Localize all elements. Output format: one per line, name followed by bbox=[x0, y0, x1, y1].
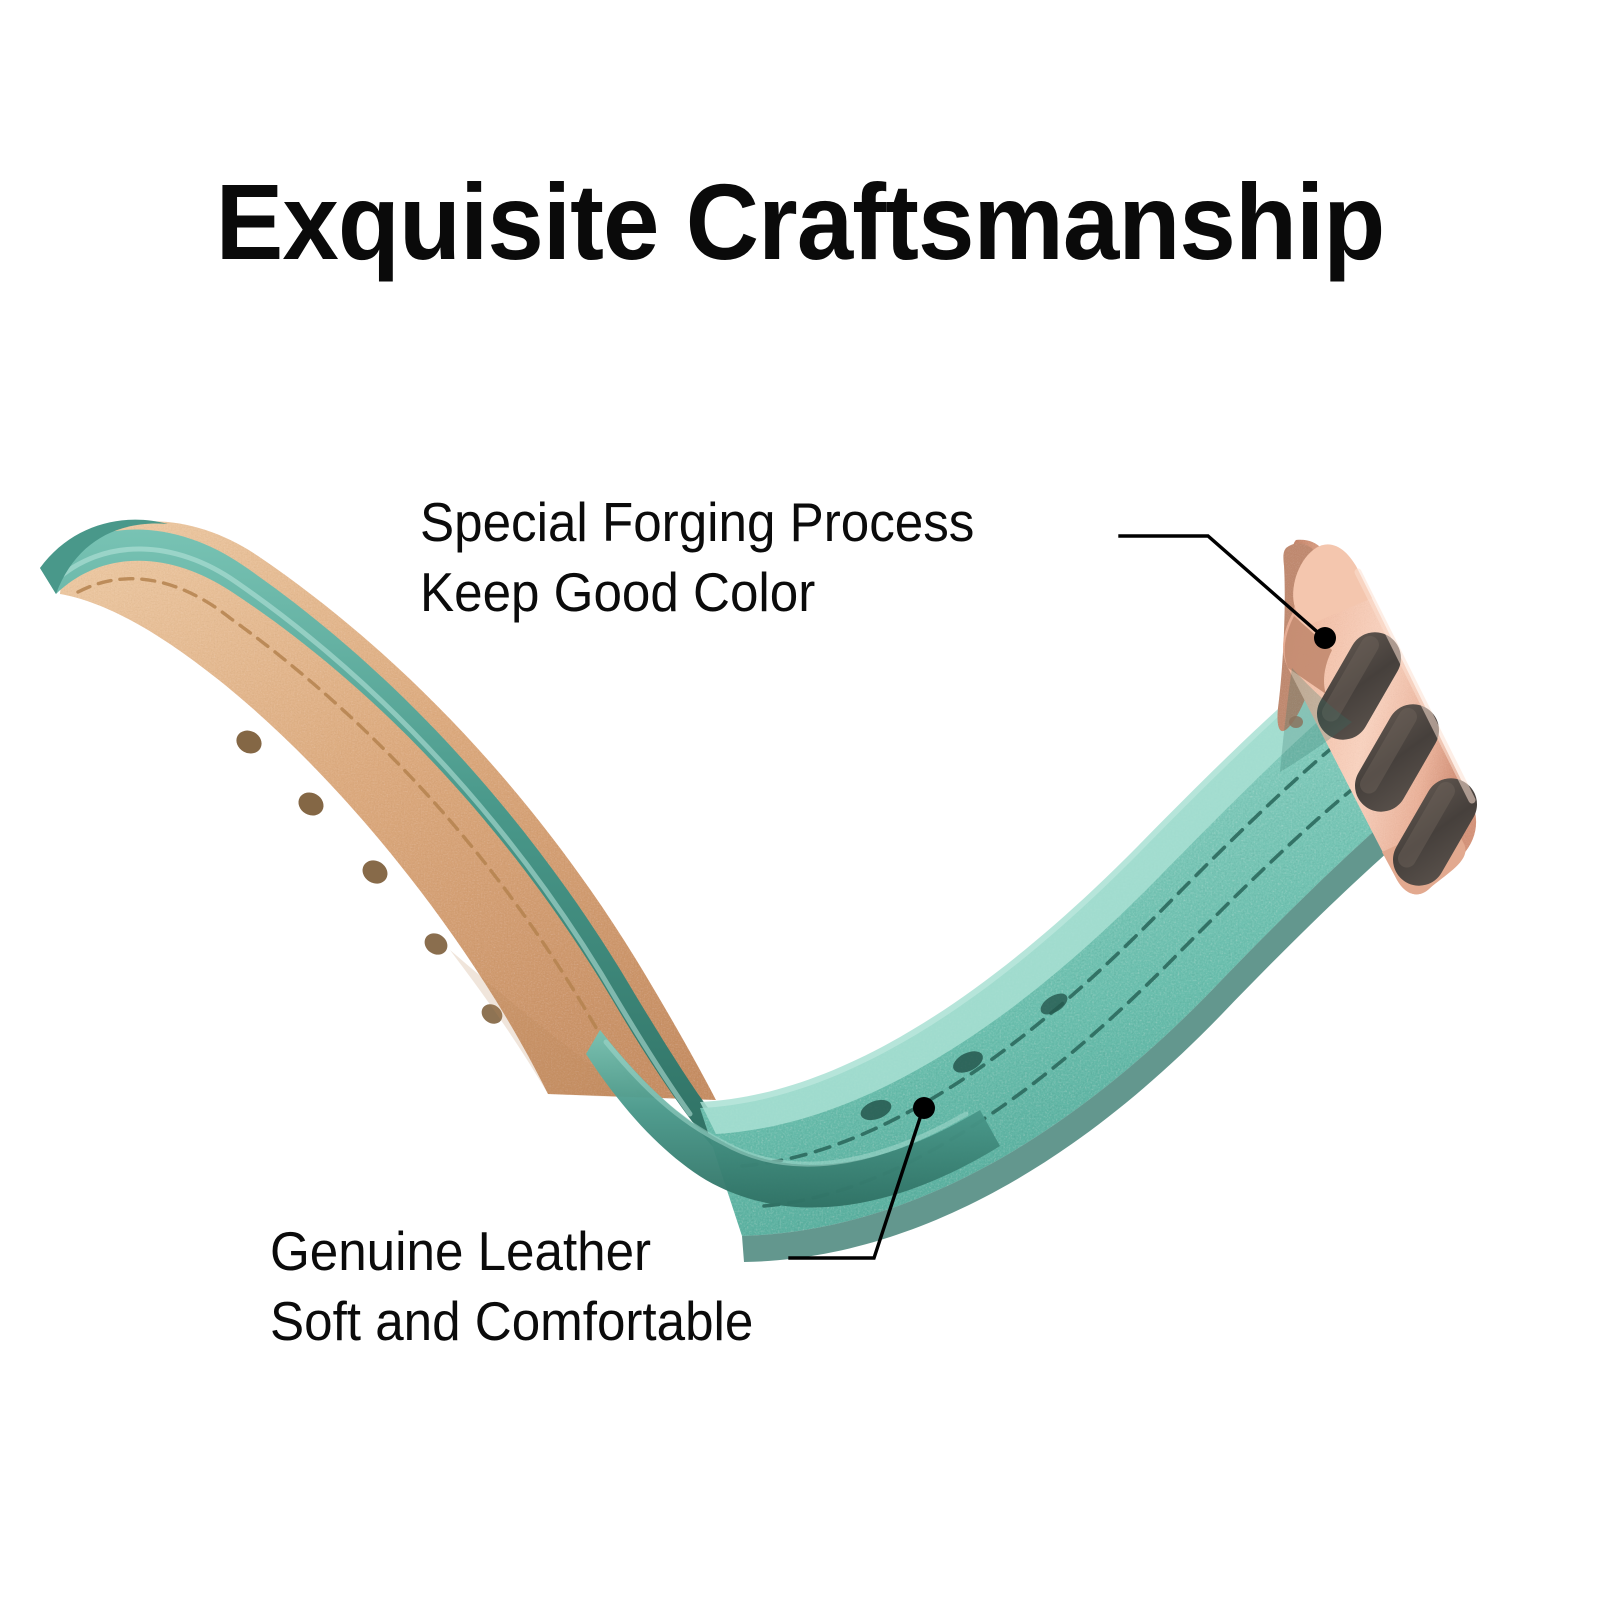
page-title: Exquisite Craftsmanship bbox=[215, 161, 1386, 282]
teal-leather-edge-left bbox=[40, 519, 716, 1150]
connector-slots bbox=[1317, 632, 1477, 886]
connector-band-shadow bbox=[1280, 668, 1352, 772]
screw-detail bbox=[1289, 716, 1303, 728]
adjustment-holes bbox=[236, 730, 503, 1024]
callout-label-special-forging: Special Forging Process Keep Good Color bbox=[420, 491, 975, 624]
callout-label-genuine-leather: Genuine Leather Soft and Comfortable bbox=[270, 1220, 754, 1353]
